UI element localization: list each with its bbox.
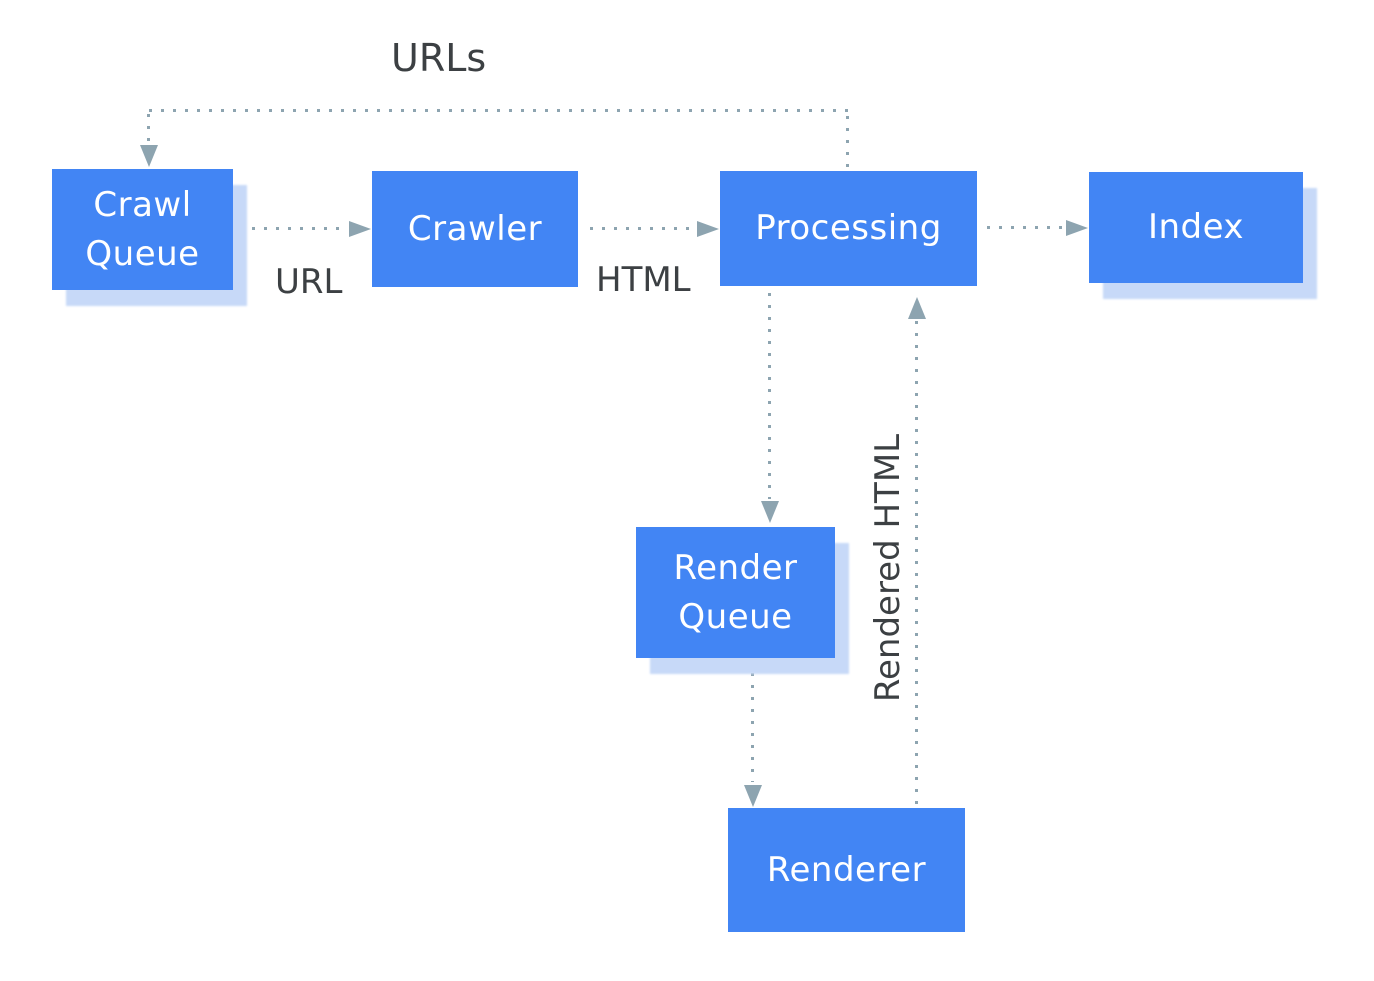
connector-crawler-to-processing xyxy=(590,227,694,230)
arrowhead-into-renderer xyxy=(744,785,762,807)
edge-label-url: URL xyxy=(275,262,343,302)
connector-processing-to-index xyxy=(987,226,1063,229)
node-crawl-queue: Crawl Queue xyxy=(52,169,233,290)
node-renderer: Renderer xyxy=(728,808,965,932)
arrowhead-into-crawl-queue xyxy=(140,145,158,167)
arrowhead-into-processing xyxy=(697,221,719,237)
node-processing-label: Processing xyxy=(755,208,942,249)
connector-urls-top-segment xyxy=(149,109,849,112)
node-index-label: Index xyxy=(1147,207,1245,248)
arrowhead-into-processing-bottom xyxy=(908,297,926,319)
connector-renderqueue-to-renderer xyxy=(751,673,754,782)
node-render-queue-label: Render Queue xyxy=(673,548,798,637)
node-renderer-label: Renderer xyxy=(766,849,927,890)
connector-processing-to-renderqueue xyxy=(768,293,771,499)
connector-urls-right-segment xyxy=(846,116,849,171)
connector-renderer-to-processing xyxy=(915,321,918,808)
node-crawler: Crawler xyxy=(372,171,578,287)
node-processing: Processing xyxy=(720,171,977,286)
edge-label-rendered-html: Rendered HTML xyxy=(868,433,908,703)
arrowhead-into-render-queue xyxy=(761,501,779,523)
node-crawl-queue-label: Crawl Queue xyxy=(85,185,200,274)
node-crawler-label: Crawler xyxy=(407,208,543,249)
connector-crawlqueue-to-crawler xyxy=(252,227,347,230)
arrowhead-into-index xyxy=(1066,220,1088,236)
connector-urls-left-segment xyxy=(147,114,150,144)
edge-label-html: HTML xyxy=(596,260,691,300)
node-render-queue: Render Queue xyxy=(636,527,835,658)
node-index: Index xyxy=(1089,172,1303,283)
arrowhead-into-crawler xyxy=(349,221,371,237)
edge-label-urls: URLs xyxy=(391,36,487,80)
